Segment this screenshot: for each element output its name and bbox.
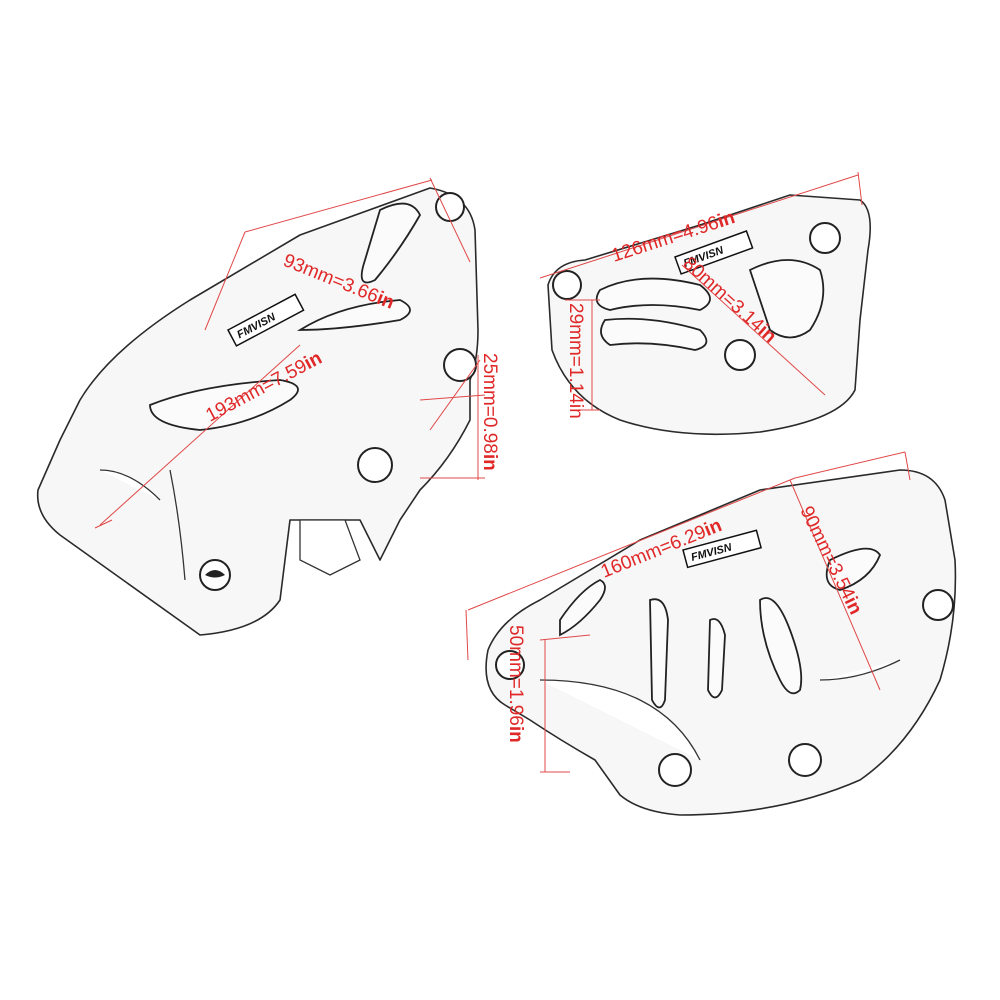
vent-slot <box>825 547 882 591</box>
vent-slot <box>559 578 606 637</box>
bolt-hole <box>552 270 582 300</box>
vent-slot <box>707 618 726 699</box>
vent-slot <box>649 598 669 709</box>
bolt-hole <box>495 650 525 680</box>
dimension-label: 25mm=0.98in <box>479 353 500 471</box>
dimension-label: 50mm=1.96in <box>505 625 526 743</box>
bolt-hole <box>809 222 841 254</box>
bolt-hole <box>724 339 756 371</box>
bolt-hole <box>435 192 465 222</box>
bolt-hole <box>788 743 822 777</box>
vent-slot <box>759 597 803 695</box>
brand-logo: FMVISN <box>682 529 762 569</box>
engine-cover-right-small-part: FMVISN <box>547 194 871 436</box>
engine-cover-right-large-part: FMVISN <box>485 469 957 816</box>
bolt-hole <box>357 447 393 483</box>
bolt-hole <box>443 348 477 382</box>
dimension-label: 29mm=1.14in <box>565 303 586 419</box>
bolt-hole <box>658 753 692 787</box>
engine-cover-left-part: FMVISN <box>36 187 479 636</box>
bolt-hole <box>922 589 954 621</box>
dimension-lines <box>94 171 911 773</box>
